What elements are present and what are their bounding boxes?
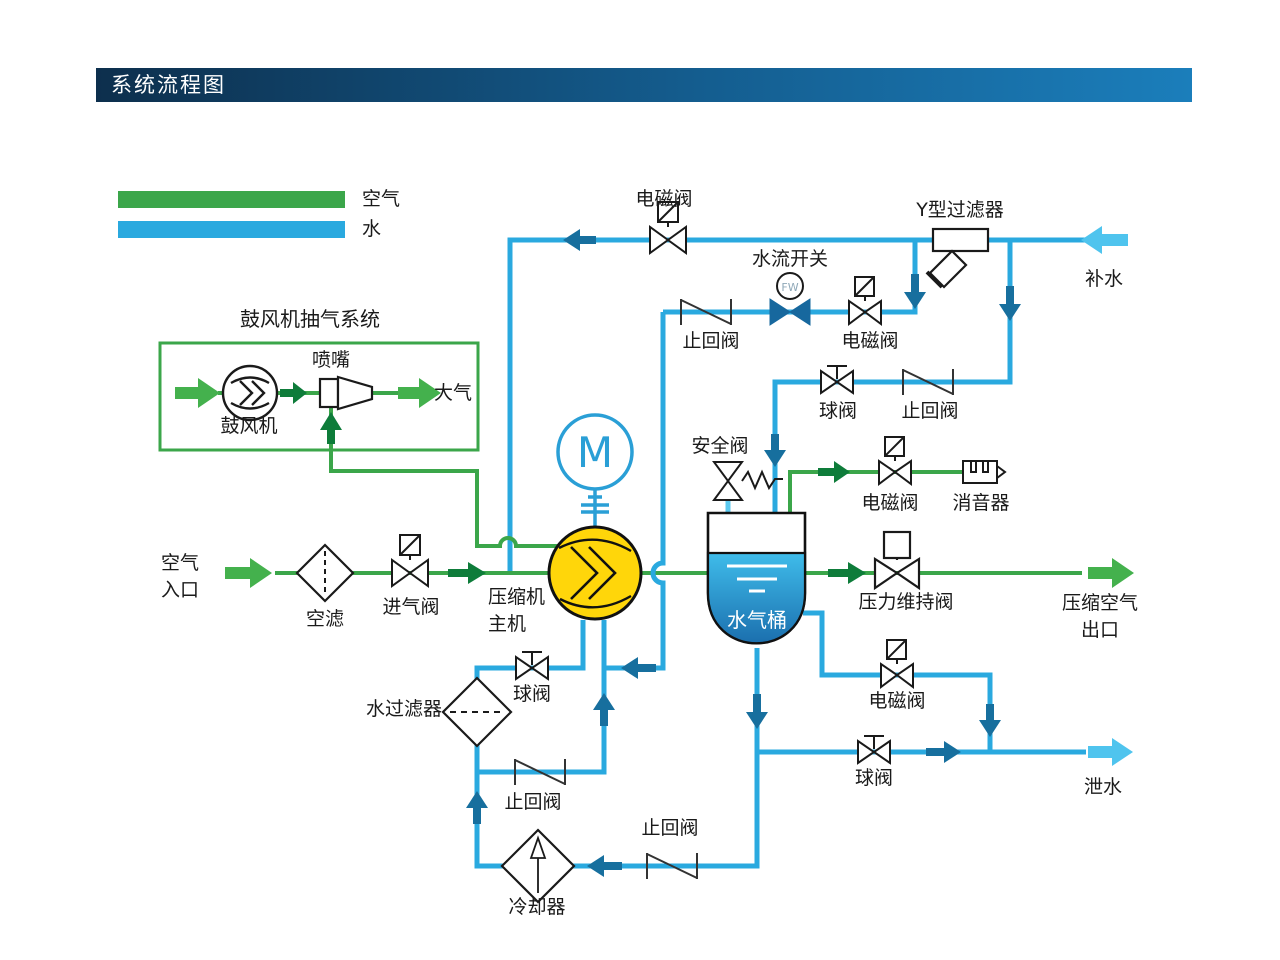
arrow-makeup-water (1081, 226, 1128, 254)
arrow-blower-box-in (175, 378, 220, 408)
arrow-1010-down (999, 286, 1021, 321)
legend-water-swatch (118, 221, 345, 238)
air-filter-label: 空滤 (305, 608, 345, 630)
cooler-label: 冷却器 (508, 896, 566, 918)
pressure-maintaining-valve-icon (873, 530, 921, 591)
pipe-tank-side-drain (803, 610, 993, 752)
atmosphere-label: 大气 (434, 382, 473, 404)
air-flow-arrows-light (175, 378, 1134, 588)
compressed-air-outlet-label: 压缩空气 出口 (1061, 592, 1139, 641)
water-flow-arrows-light (1081, 226, 1133, 766)
water-filter-icon (441, 676, 513, 748)
solenoid-valve-drain-icon (880, 639, 914, 689)
blower-icon (221, 364, 279, 422)
blower-box-border (158, 341, 480, 452)
arrow-top-line-left (563, 229, 596, 251)
pressure-maintaining-valve-label: 压力维持阀 (858, 591, 954, 613)
page-title-bar: 系统流程图 (96, 68, 1192, 102)
check-valve-cooler-label: 止回阀 (641, 817, 699, 839)
arrow-915-down (904, 274, 926, 309)
solenoid-top-label: 电磁阀 (635, 188, 693, 210)
intake-valve-icon (391, 534, 429, 588)
arrow-drain-water (1088, 738, 1133, 766)
solenoid-fwrow-label: 电磁阀 (841, 330, 899, 352)
y-strainer-label: Y型过滤器 (916, 199, 1004, 221)
ball-valve-668-label: 球阀 (512, 683, 552, 705)
ball-valve-382-icon (820, 365, 854, 395)
blower-box-title: 鼓风机抽气系统 (240, 307, 380, 331)
ball-valve-382-label: 球阀 (818, 400, 858, 422)
check-valve-772-label: 止回阀 (504, 791, 562, 813)
water-filter-label: 水过滤器 (365, 698, 443, 720)
arrow-air-main-in (448, 562, 486, 584)
arrow-air-inlet (225, 558, 272, 588)
flow-switch-tag: FW (781, 281, 798, 294)
solenoid-vent-label: 电磁阀 (861, 492, 919, 514)
arrow-tank-vent (818, 461, 850, 483)
water-flow-arrows-dark (466, 229, 1021, 877)
arrow-990-down (979, 704, 1001, 737)
muffler-label: 消音器 (952, 492, 1010, 514)
pipe-cooler-loop (474, 620, 760, 869)
arrow-tank-bottom-down (746, 694, 768, 729)
pipe-water-injection-vertical (604, 312, 666, 671)
solenoid-valve-vent-icon (878, 436, 912, 486)
air-flow-arrows-dark (280, 382, 866, 584)
flow-switch-label: 水流开关 (751, 248, 829, 270)
blower-label: 鼓风机 (220, 415, 278, 437)
arrow-604-up (593, 693, 615, 726)
nozzle-label: 喷嘴 (311, 349, 351, 371)
muffler-icon (962, 460, 1007, 484)
compressor-label: 压缩机 主机 (488, 586, 546, 635)
safety-valve-label: 安全阀 (691, 435, 749, 457)
arrow-to-atmosphere (398, 378, 441, 408)
water-level-marks (727, 564, 787, 593)
check-valve-382-icon (902, 369, 954, 395)
pipe-makeup-main (507, 237, 1086, 573)
arrow-air-main-out (828, 562, 866, 584)
arrow-775-down (764, 434, 786, 467)
check-valve-fwrow-label: 止回阀 (682, 330, 740, 352)
water-gas-tank (706, 511, 807, 645)
pipe-compressor-return (477, 620, 607, 775)
arrow-drain-row-right (926, 741, 961, 763)
legend-water-label: 水 (362, 218, 382, 240)
tank-label: 水气桶 (727, 608, 787, 632)
drain-water-label: 泄水 (1083, 776, 1123, 798)
ball-valve-drain-label: 球阀 (854, 767, 894, 789)
solenoid-valve-top-icon (649, 201, 687, 255)
cooler-icon (500, 828, 576, 904)
solenoid-valve-fwrow-icon (848, 276, 882, 326)
nozzle-icon (318, 375, 374, 411)
legend-air-swatch (118, 191, 345, 208)
arrow-compressed-air-outlet (1088, 558, 1134, 588)
y-strainer-icon (925, 227, 990, 289)
motor-letter: M (577, 428, 613, 477)
air-filter-icon (295, 543, 355, 603)
ball-valve-668-icon (515, 651, 549, 681)
motor-icon (556, 413, 634, 528)
arrow-blower-discharge (280, 382, 307, 404)
pipe-flowswitch-row (663, 240, 918, 315)
air-inlet-label: 空气 入口 (161, 552, 200, 601)
compressor-icon (547, 525, 643, 621)
page-title: 系统流程图 (111, 73, 226, 97)
intake-valve-label: 进气阀 (382, 596, 440, 618)
makeup-water-label: 补水 (1084, 268, 1124, 290)
solenoid-drain-label: 电磁阀 (868, 690, 926, 712)
check-valve-382-label: 止回阀 (901, 400, 959, 422)
check-valve-fwrow-icon (680, 299, 732, 325)
safety-valve-icon (712, 461, 783, 501)
check-valve-cooler-icon (646, 853, 698, 879)
arrow-477-up (466, 791, 488, 824)
check-valve-772-icon (514, 759, 566, 785)
arrow-668-left (621, 657, 656, 679)
arrow-cooler-row-left (587, 855, 622, 877)
legend-air-label: 空气 (362, 188, 401, 210)
arrow-nozzle-up (320, 412, 342, 444)
pipe-extraction (329, 408, 562, 548)
ball-valve-drain-icon (857, 735, 891, 765)
flow-switch-icon: FW (769, 272, 811, 326)
